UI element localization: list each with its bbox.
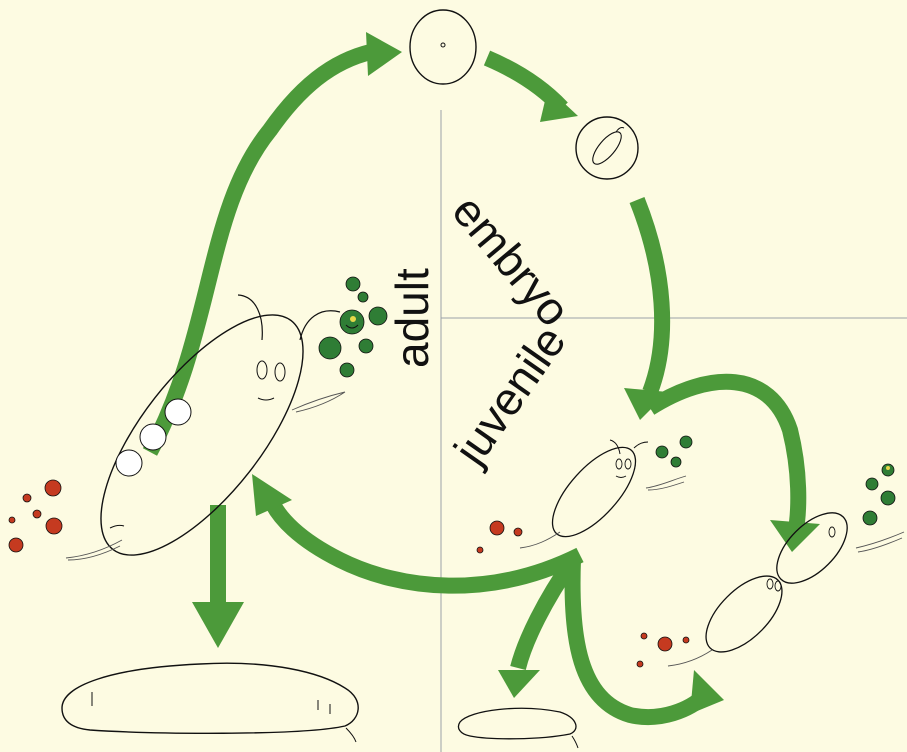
red-ball [489, 520, 505, 536]
red-ball [682, 636, 690, 644]
second-juvenile-tail [855, 531, 905, 553]
red-ball [513, 527, 523, 537]
arrowhead-egg-to-embryo [540, 88, 578, 122]
green-ball [339, 362, 355, 378]
adult-mouth [257, 397, 275, 401]
green-ball [862, 510, 878, 526]
arrow-adult-to-egg [142, 42, 382, 456]
embryo-cell [575, 116, 639, 180]
green-ball [865, 477, 879, 491]
arrowhead-juvenile-loop [770, 520, 820, 552]
red-ball [640, 632, 648, 640]
label-embryo: embryo [442, 185, 580, 336]
arrowhead-embryo-to-juvenile [624, 388, 668, 420]
red-ball [32, 509, 42, 519]
juvenile-eye-right [624, 458, 632, 470]
red-ball [8, 537, 24, 553]
label-juvenile: juvenile [442, 316, 575, 475]
green-ball [357, 291, 369, 303]
large-resting-body [61, 662, 359, 734]
second-juvenile-eye-left [828, 526, 836, 538]
juvenile-antenna [609, 439, 649, 455]
juvenile-body [551, 446, 637, 538]
juvenile-tail-left [519, 531, 561, 549]
green-ball-yellow-core [350, 316, 356, 322]
small-resting-body-marks [571, 735, 579, 749]
green-ball-yellow-core [886, 466, 890, 470]
adult-sensory-mark [109, 524, 125, 529]
red-ball [44, 479, 62, 497]
arrowhead-juvenile-to-adult [252, 474, 292, 516]
second-juvenile-back [705, 575, 783, 653]
label-adult: adult [386, 268, 438, 368]
adult-eye-right [274, 362, 286, 382]
green-ball [318, 336, 342, 360]
green-ball [655, 445, 669, 459]
juvenile-eye-left [615, 458, 623, 470]
arrow-juvenile-loop [645, 373, 807, 537]
adult-antenna-left [237, 294, 263, 341]
juvenile-mouth [615, 475, 627, 478]
embryo-cilia [615, 127, 625, 133]
green-ball [345, 276, 361, 292]
green-ball [880, 490, 896, 506]
juvenile-tail [645, 475, 687, 491]
red-ball [636, 660, 644, 668]
red-ball [657, 636, 673, 652]
red-ball [22, 493, 32, 503]
large-resting-body-marks [91, 692, 357, 743]
arrowhead-to-second-juvenile [690, 670, 724, 714]
second-juvenile-eye-extra [774, 580, 782, 592]
second-juvenile-tail-left [667, 649, 713, 667]
red-ball [45, 517, 63, 535]
arrowhead-adult-to-egg [366, 32, 402, 76]
red-ball [8, 516, 16, 524]
embryo-body [592, 131, 622, 165]
adult-tail-right [291, 391, 346, 413]
arrow-to-second-juvenile [564, 559, 711, 726]
adult-tail-left [65, 539, 123, 561]
green-ball [339, 309, 365, 335]
arrowhead-adult-down [192, 602, 244, 648]
small-resting-body [457, 707, 577, 740]
green-ball [368, 306, 388, 326]
adult-cell-3 [115, 449, 143, 477]
adult-cell-1 [164, 398, 192, 426]
adult-cell-2 [139, 423, 167, 451]
green-ball-face [345, 324, 359, 329]
second-juvenile-front [776, 512, 848, 584]
second-juvenile-eye-right [766, 578, 774, 590]
arrowhead-to-small-body [498, 670, 540, 698]
egg-nucleus [440, 42, 446, 48]
green-ball [670, 456, 682, 468]
adult-antenna-right [299, 310, 341, 341]
arrow-embryo-to-juvenile [629, 197, 671, 395]
green-ball [358, 338, 374, 354]
green-ball [679, 435, 693, 449]
egg-cell [409, 9, 477, 85]
arrow-juvenile-to-adult [262, 494, 584, 594]
red-ball [476, 546, 484, 554]
arrow-to-small-body [510, 555, 580, 671]
adult-eye-left [256, 360, 268, 380]
